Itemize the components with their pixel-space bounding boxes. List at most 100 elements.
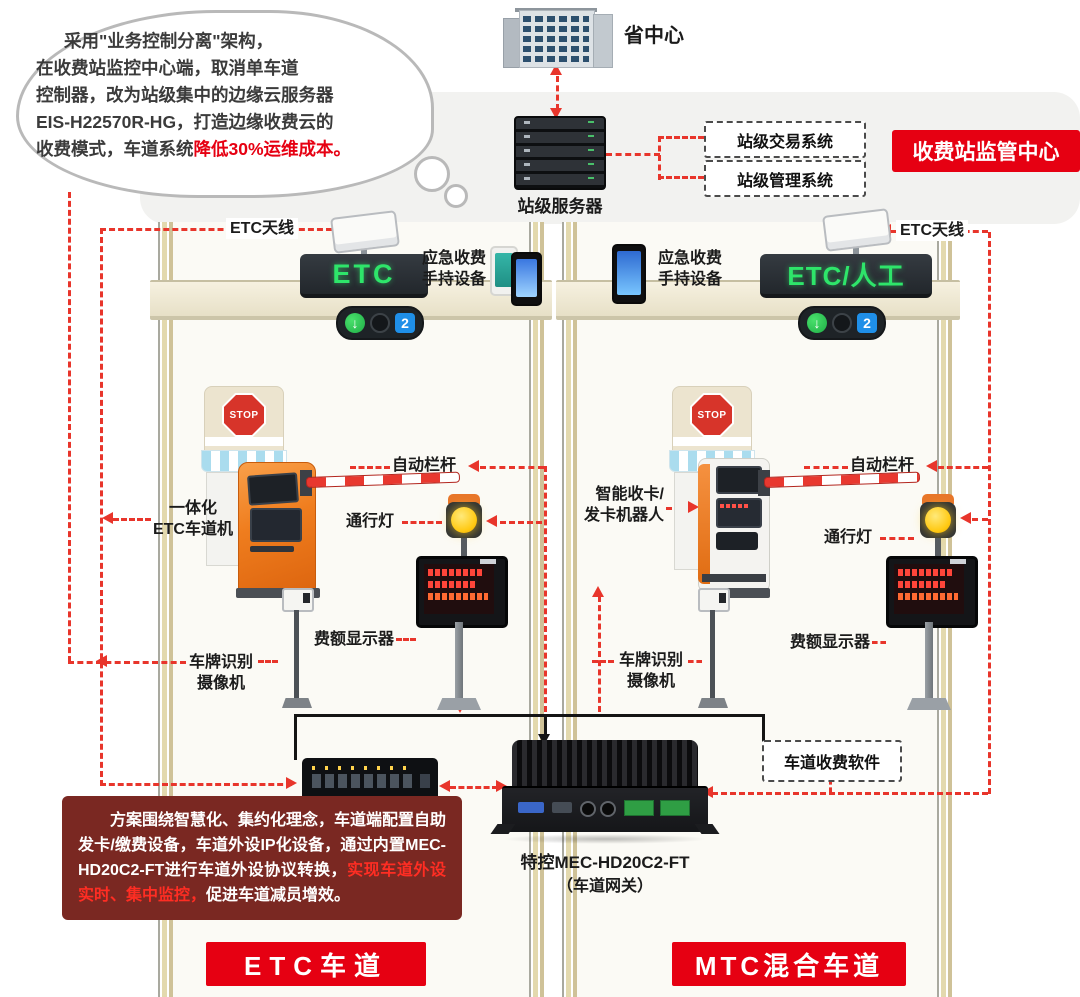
handheld-phone-icon [612, 244, 646, 304]
etc-sign: ETC [300, 254, 428, 298]
arrow-left-icon [102, 512, 113, 524]
solution-note-highlight: 实现车道外设实时、集中监控， [78, 862, 446, 904]
dashed-connector [544, 466, 547, 712]
callout-line: 控制器，改为站级集中的边缘云服务器 [36, 85, 334, 105]
dashed-connector [68, 661, 186, 664]
solution-note-text: 促进车道减员增效。 [206, 887, 351, 904]
camera-label: 车牌识别 摄像机 [188, 654, 253, 692]
dashed-connector [712, 792, 988, 795]
management-system-box: 站级管理系统 [704, 160, 866, 197]
arrow-up-icon [550, 64, 562, 75]
arrow-right-icon [496, 780, 507, 792]
arrow-left-icon [960, 512, 971, 524]
dashed-connector [880, 537, 914, 540]
dashed-connector [804, 466, 848, 469]
stop-sign: STOP [690, 393, 734, 437]
camera-label: 车牌识别 摄像机 [618, 652, 683, 690]
dashed-connector [402, 521, 442, 524]
dashed-connector [606, 153, 660, 156]
dashed-connector [500, 521, 542, 524]
dashed-connector [829, 779, 832, 793]
gateway-name-label: 特控MEC-HD20C2-FT [520, 853, 690, 872]
station-server-label: 站级服务器 [517, 197, 603, 216]
arrow-up-icon [592, 586, 604, 597]
lane-software-box: 车道收费软件 [762, 740, 902, 782]
lane-count-indicator: 2 [395, 313, 415, 333]
callout-text: 采用"业务控制分离"架构， 在收费站监控中心端，取消单车道 控制器，改为站级集中… [36, 28, 400, 163]
dashed-connector [480, 466, 544, 469]
arrow-left-icon [486, 515, 497, 527]
solid-connector [762, 714, 765, 742]
toll-gantry: STOP [204, 386, 284, 452]
dashed-connector [350, 466, 390, 469]
dashed-connector [100, 228, 103, 786]
lane-gateway-icon [490, 740, 720, 846]
dashed-connector [100, 783, 292, 786]
arrow-right-icon [688, 501, 699, 513]
dashed-connector [592, 660, 614, 663]
arrow-left-icon [96, 655, 107, 667]
mtc-sign: ETC/人工 [760, 254, 932, 298]
dashed-connector [872, 641, 886, 644]
arrow-down-icon [538, 734, 550, 745]
license-plate-camera-icon [280, 588, 314, 714]
etc-antenna-label: ETC天线 [896, 220, 969, 241]
station-server-icon [514, 116, 606, 192]
etc-lane-name: ETC车道 [206, 942, 426, 986]
dashed-connector [258, 660, 278, 663]
booth-cabinet [206, 472, 244, 566]
passage-light-icon [918, 494, 958, 564]
callout-line: 在收费站监控中心端，取消单车道 [36, 58, 299, 78]
callout-line: 采用"业务控制分离"架构， [64, 31, 274, 51]
callout-cloud-tail [414, 156, 450, 192]
callout-cloud-tail [444, 184, 468, 208]
arrow-left-icon [468, 460, 479, 472]
off-light [370, 313, 390, 333]
dashed-connector [972, 518, 988, 521]
arrow-down-icon [550, 108, 562, 119]
arrow-left-icon [439, 780, 450, 792]
passage-light-icon [444, 494, 484, 564]
dashed-connector [688, 660, 702, 663]
green-arrow-light: ↓ [807, 313, 827, 333]
etc-antenna-label: ETC天线 [226, 218, 299, 239]
arrow-left-icon [926, 460, 937, 472]
license-plate-camera-icon [696, 588, 730, 714]
passage-light-label: 通行灯 [824, 529, 873, 546]
dashed-connector [938, 466, 988, 469]
lane-count-indicator: 2 [857, 313, 877, 333]
solution-note-box: 方案围绕智慧化、集约化理念，车道端配置自助发卡/缴费设备，车道外设IP化设备，通… [62, 796, 462, 920]
green-arrow-light: ↓ [345, 313, 365, 333]
off-light [832, 313, 852, 333]
toll-gantry: STOP [672, 386, 752, 452]
handheld-phone-icon [511, 252, 542, 306]
transaction-system-box: 站级交易系统 [704, 121, 866, 158]
mtc-lane-name: MTC混合车道 [672, 942, 906, 986]
dashed-connector [100, 228, 332, 231]
traffic-light: ↓ 2 [336, 306, 424, 340]
dashed-connector [556, 76, 559, 110]
stop-sign: STOP [222, 393, 266, 437]
province-center-building-icon [503, 8, 615, 70]
dashed-connector [658, 136, 661, 180]
solution-note-text: 方案围绕智慧化、集约化理念，车道端配置自助发卡/缴费设备，车道外设IP化设备，通… [78, 812, 447, 879]
callout-line: 收费模式，车道系统降低30%运维成本。 [36, 139, 352, 159]
barrier-label: 自动栏杆 [850, 457, 915, 474]
fee-display-icon [886, 556, 978, 712]
fee-display-label: 费额显示器 [314, 631, 395, 648]
solid-connector [294, 714, 764, 717]
dashed-connector [988, 232, 991, 794]
dashed-connector [598, 596, 601, 712]
emergency-handheld-label: 应急收费 手持设备 [658, 250, 723, 288]
dashed-connector [658, 136, 704, 139]
supervision-center-badge: 收费站监管中心 [892, 130, 1080, 172]
fee-display-label: 费额显示器 [790, 634, 871, 651]
gateway-alias-label: （车道网关） [556, 878, 653, 895]
dashed-connector [450, 786, 498, 789]
dashed-connector [658, 176, 704, 179]
solid-connector [544, 714, 547, 738]
province-center-label: 省中心 [624, 25, 684, 47]
callout-line: EIS-H22570R-HG，打造边缘收费云的 [36, 112, 334, 132]
solid-connector [294, 714, 297, 760]
fee-display-icon [416, 556, 508, 712]
